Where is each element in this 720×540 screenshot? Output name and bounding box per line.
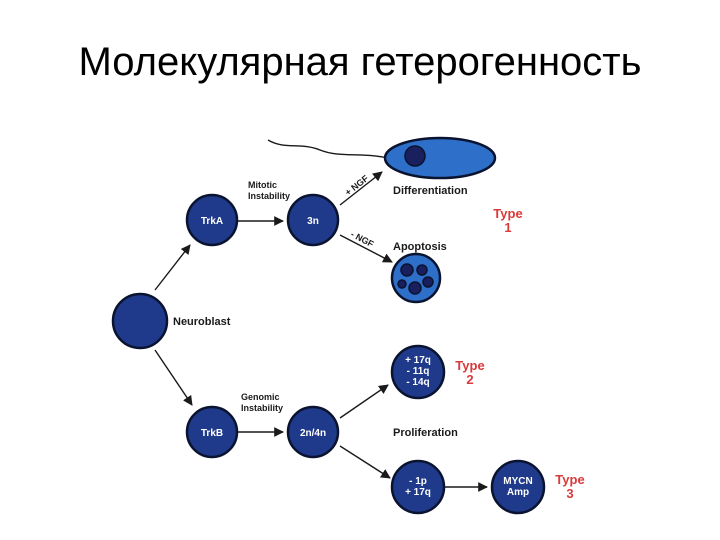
- arrow-3n-apoptosis: [339, 234, 393, 263]
- differentiated-nucleus: [404, 145, 426, 167]
- mitotic-label: Mitotic: [248, 180, 277, 190]
- differentiated-cell: [383, 136, 497, 180]
- type2-word: Type: [455, 358, 484, 373]
- mycn-cell: [490, 459, 546, 515]
- two-four-n-cell: [286, 405, 340, 459]
- genomic-instability-label: Instability: [241, 403, 283, 413]
- type3-cell: [390, 459, 446, 515]
- differentiation-label: Differentiation: [393, 185, 468, 197]
- neuroblast-cell: [111, 292, 169, 350]
- trkb-cell: [185, 405, 239, 459]
- apoptosis-label: Apoptosis: [393, 241, 447, 253]
- type2-line3: - 14q: [406, 377, 429, 388]
- two-four-n-label: 2n/4n: [300, 428, 326, 439]
- type1-word: Type: [493, 206, 522, 221]
- three-n-label: 3n: [307, 216, 319, 227]
- three-n-cell: [286, 193, 340, 247]
- apoptotic-fragment: [397, 279, 407, 289]
- arrow-2n4n-type2: [339, 384, 389, 419]
- apoptotic-fragment: [416, 264, 428, 276]
- apoptotic-fragment: [400, 263, 414, 277]
- type2-line2: - 11q: [407, 366, 430, 377]
- proliferation-label: Proliferation: [393, 427, 458, 439]
- arrow-3n-differentiation: [339, 171, 383, 206]
- apoptotic-fragment: [422, 276, 434, 288]
- plus-ngf-label: + NGF: [343, 173, 371, 198]
- slide-title: Молекулярная гетерогенность: [78, 40, 642, 84]
- type2-cell: [390, 344, 446, 400]
- neuroblast-label: Neuroblast: [173, 316, 231, 328]
- mycn-line2: Amp: [507, 487, 529, 498]
- arrow-neuroblast-trka: [154, 244, 191, 291]
- type2-line1: + 17q: [405, 355, 431, 366]
- type3-line1: - 1p: [409, 476, 427, 487]
- type3-num: 3: [566, 486, 573, 501]
- apoptotic-fragment: [408, 281, 422, 295]
- arrow-2n4n-type3: [339, 445, 391, 479]
- type3-line2: + 17q: [405, 487, 431, 498]
- trka-cell: [185, 193, 239, 247]
- genomic-label: Genomic: [241, 392, 280, 402]
- trka-label: TrkA: [201, 216, 223, 227]
- type3-word: Type: [555, 472, 584, 487]
- trkb-label: TrkB: [201, 428, 223, 439]
- mycn-line1: MYCN: [503, 476, 532, 487]
- apoptotic-cell: [390, 252, 442, 304]
- axon: [267, 139, 389, 159]
- mitotic-instability-label: Instability: [248, 191, 290, 201]
- type1-num: 1: [504, 220, 511, 235]
- type2-num: 2: [466, 372, 473, 387]
- arrow-neuroblast-trkb: [154, 349, 193, 406]
